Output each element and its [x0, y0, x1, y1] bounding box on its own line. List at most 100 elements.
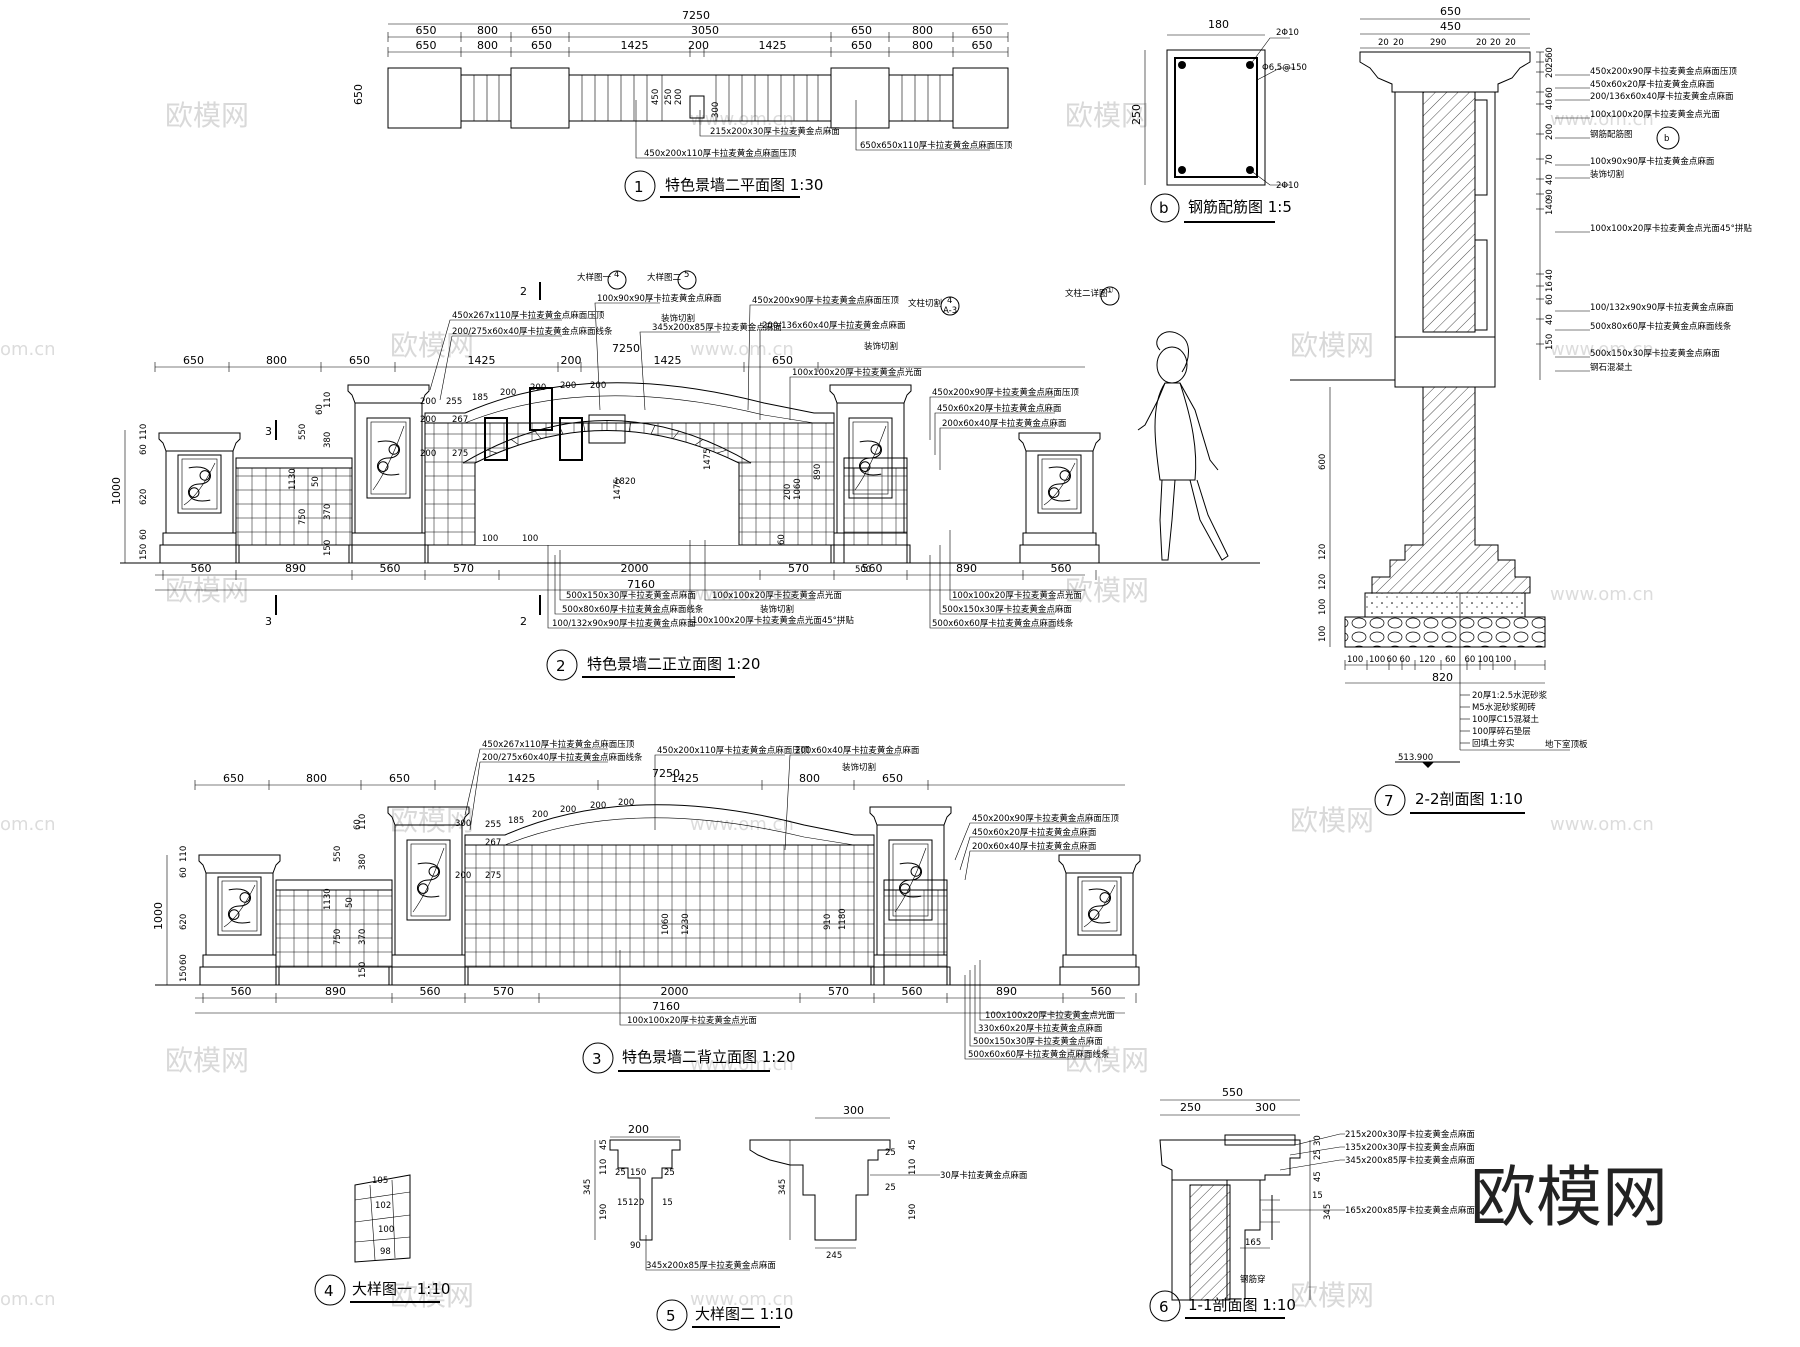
note: 100x100x20厚卡拉麦黄金点光面 — [712, 590, 842, 601]
section-1-1: 550 250 300 30 25 45 345 15 165 215x200x… — [1149, 1086, 1475, 1322]
note: 装饰切割 — [760, 604, 794, 615]
dim-label: 25 — [615, 1168, 626, 1178]
detail-tag-label: 文柱切割 — [908, 298, 942, 309]
drawing-number: 6 — [1159, 1298, 1169, 1316]
dim-label: 750 — [333, 929, 343, 945]
drawing-title: 2-2剖面图 1:10 — [1415, 790, 1523, 808]
watermark: 欧模网 — [1065, 1044, 1149, 1077]
dim-label: 60 — [1465, 655, 1476, 665]
dim-label: 60 — [315, 404, 325, 415]
dim-label: 60 — [1545, 47, 1555, 58]
dim-label: 200 — [628, 1123, 649, 1136]
watermark-layer: 欧模网 欧模网 欧模网 欧模网 欧模网 欧模网 欧模网 欧模网 欧模网 欧模网 … — [0, 99, 1668, 1312]
dim-label: 60 — [1545, 294, 1555, 305]
dim-label: 620 — [139, 489, 149, 505]
dim-label: 650 — [1440, 5, 1461, 18]
dim-label: 380 — [358, 854, 368, 870]
detail-tag-number: ① — [1106, 286, 1114, 296]
watermark-url: om.cn — [0, 814, 56, 835]
dim-label: 1000 — [152, 902, 165, 930]
dim-label: 1425 — [621, 39, 649, 52]
dim-label: 345 — [1323, 1204, 1333, 1220]
note: 地下室顶板 — [1545, 739, 1588, 750]
note: 450x267x110厚卡拉麦黄金点麻面压顶 — [452, 310, 605, 321]
watermark: 欧模网 — [1065, 574, 1149, 607]
watermark-url: www.om.cn — [690, 339, 794, 360]
dim-label: 150 — [139, 544, 149, 560]
dim-label: 60 — [1387, 655, 1398, 665]
dim-label: 1425 — [508, 772, 536, 785]
dim-label: 650 — [972, 24, 993, 37]
dim-label: 200 — [590, 801, 606, 811]
watermark: 欧模网 — [165, 99, 249, 132]
dim-label: 560 — [231, 985, 252, 998]
dim-label: 800 — [306, 772, 327, 785]
dim-label: 100 — [1495, 655, 1511, 665]
dim-label: 25 — [664, 1168, 675, 1178]
detail-tag: b — [1664, 134, 1669, 144]
dim-label: 20 — [1505, 38, 1516, 48]
dim-label: 890 — [813, 464, 823, 480]
watermark: 欧模网 — [390, 804, 474, 837]
note: 450x60x20厚卡拉麦黄金点麻面 — [1590, 79, 1715, 90]
note: 450x200x90厚卡拉麦黄金点麻面压顶 — [972, 813, 1119, 824]
detail-1: 105 102 100 98 4 大样图一 1:10 — [314, 1174, 450, 1306]
dim-label: 890 — [285, 562, 306, 575]
dim-label: 1425 — [468, 354, 496, 367]
dim-label: 600 — [1318, 454, 1328, 470]
note: 500x150x30厚卡拉麦黄金点麻面 — [973, 1036, 1103, 1047]
dim-label: 560 — [902, 985, 923, 998]
dim-label: 15 — [662, 1198, 673, 1208]
drawing-number: 2 — [556, 657, 566, 675]
dim-label: 150 — [630, 1168, 646, 1178]
dim-label: 200 — [561, 354, 582, 367]
dim-label: 25 — [1313, 1149, 1323, 1160]
dim-label: 45 — [1313, 1171, 1323, 1182]
dim-label: 100 — [378, 1225, 394, 1235]
dim-label: 110 — [599, 1159, 609, 1175]
dim-label: 910 — [823, 914, 833, 930]
dim-label: 20 — [1545, 67, 1555, 78]
dim-label: 20 — [1378, 38, 1389, 48]
dim-label: 650 — [389, 772, 410, 785]
dim-label: 150 — [1545, 334, 1555, 350]
note: 450x200x110厚卡拉麦黄金点麻面压顶 — [644, 148, 797, 159]
human-scale-figure — [1137, 331, 1229, 561]
dim-label: 200 — [420, 397, 436, 407]
dim-label: 200 — [1545, 124, 1555, 140]
watermark: 欧模网 — [390, 329, 474, 362]
drawing-number: 4 — [324, 1282, 334, 1300]
note: 200x60x40厚卡拉麦黄金点麻面 — [795, 745, 920, 756]
note: 500x150x30厚卡拉麦黄金点麻面 — [566, 590, 696, 601]
dim-label: 650 — [349, 354, 370, 367]
dim-label: 165 — [1245, 1238, 1261, 1248]
note: 500x150x30厚卡拉麦黄金点麻面 — [1590, 348, 1720, 359]
watermark-url: www.om.cn — [1550, 339, 1654, 360]
dim-label: 650 — [851, 39, 872, 52]
note: 450x200x90厚卡拉麦黄金点麻面压顶 — [932, 387, 1079, 398]
dim-label: 7250 — [682, 9, 710, 22]
dim-label: 200 — [560, 805, 576, 815]
note: 100x100x20厚卡拉麦黄金点光面45°拼贴 — [1590, 223, 1752, 234]
dim-label: 200 — [532, 810, 548, 820]
note: 2Φ10 — [1276, 181, 1299, 191]
dim-label: 190 — [599, 1204, 609, 1220]
dim-label: 275 — [452, 449, 468, 459]
note: 100x100x20厚卡拉麦黄金点光面45°拼贴 — [692, 615, 854, 626]
dim-label: 1425 — [654, 354, 682, 367]
detail-2: 200 345 45 110 190 25 150 25 15 120 15 9… — [583, 1104, 1028, 1331]
note: 100x90x90厚卡拉麦黄金点麻面 — [1590, 156, 1715, 167]
dim-label: 1475 — [613, 478, 623, 500]
dim-label: 345 — [778, 1179, 788, 1195]
detail-tag-sub: A-3 — [943, 306, 957, 316]
note: 330x60x20厚卡拉麦黄金点麻面 — [978, 1023, 1103, 1034]
dim-label: 2000 — [661, 985, 689, 998]
dim-label: 120 — [628, 1198, 644, 1208]
dim-label: 110 — [358, 814, 368, 830]
note: 100x100x20厚卡拉麦黄金点光面 — [627, 1015, 757, 1026]
layer-note: 100厚C15混凝土 — [1472, 714, 1539, 725]
drawing-title: 特色景墙二正立面图 1:20 — [587, 655, 760, 673]
drawing-title: 大样图一 1:10 — [352, 1280, 450, 1298]
dim-label: 7160 — [627, 578, 655, 591]
dim-label: 150 — [323, 540, 333, 556]
